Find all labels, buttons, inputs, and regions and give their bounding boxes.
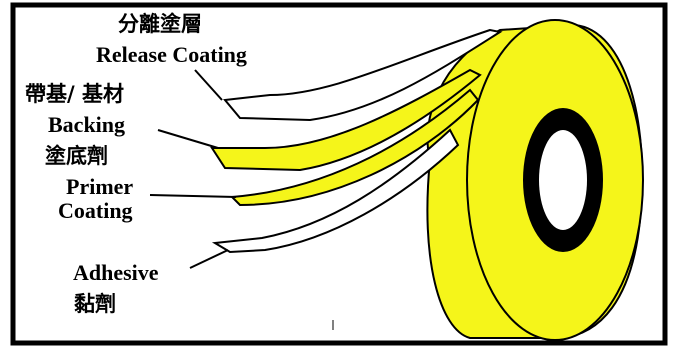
label-primer-en-line1: Primer [66,176,133,198]
label-backing-en: Backing [48,114,125,136]
label-adhesive-en: Adhesive [73,262,159,284]
label-backing-zh: 帶基/ 基材 [25,84,124,105]
label-adhesive-zh: 黏劑 [74,294,116,315]
label-primer-en-line2: Coating [58,200,133,222]
label-release-zh: 分離塗層 [118,14,202,35]
roll-core-hole [539,130,587,230]
label-primer-zh: 塗底劑 [45,146,108,167]
label-release-en: Release Coating [96,44,247,66]
